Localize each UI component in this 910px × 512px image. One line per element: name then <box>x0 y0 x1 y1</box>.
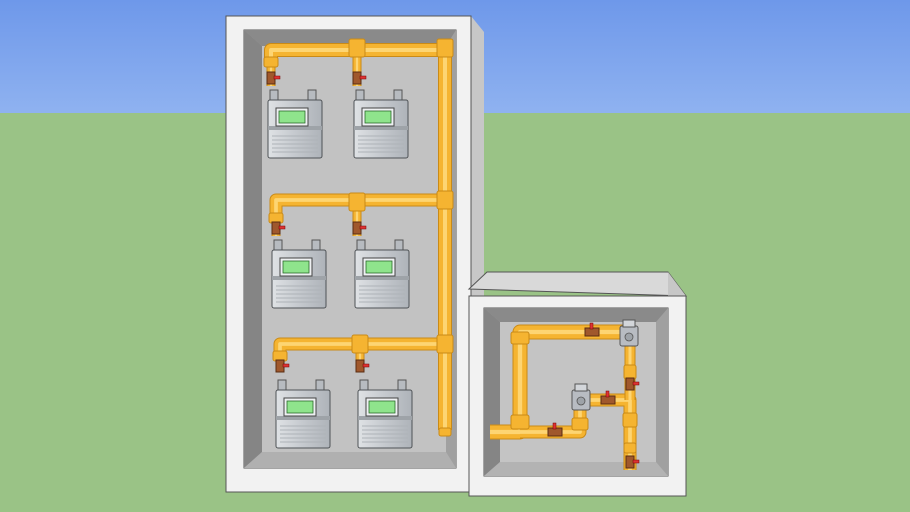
pipe-coupling <box>510 414 530 430</box>
meter-display <box>286 400 314 414</box>
pipe-coupling <box>348 38 366 58</box>
meter-seam <box>268 126 322 130</box>
regulator-dial <box>576 396 586 406</box>
valve-handle <box>605 390 610 398</box>
pressure-regulator <box>619 319 639 347</box>
valve-handle <box>362 363 370 368</box>
pipe-coupling <box>263 56 279 68</box>
pipe-coupling <box>623 442 637 454</box>
tall-cabinet-cavity-floor <box>244 452 456 468</box>
tall-cabinet-cavity-left-wall <box>244 30 262 468</box>
gas-meter <box>353 89 409 159</box>
valve-handle <box>359 225 367 230</box>
valve-handle <box>278 225 286 230</box>
meter-display <box>365 260 393 274</box>
gas-meter <box>354 239 410 309</box>
gas-meter <box>271 239 327 309</box>
regulator-dial <box>624 332 634 342</box>
meter-seam <box>276 416 330 420</box>
pipe-highlight <box>490 329 630 435</box>
pipe-highlight <box>274 198 445 218</box>
gas-meters <box>267 89 413 449</box>
pipe-coupling <box>436 38 454 58</box>
valve-handle <box>589 322 594 330</box>
pipe-fittings <box>263 38 638 454</box>
meter-display <box>282 260 310 274</box>
valve-handle <box>282 363 290 368</box>
gas-meter <box>267 89 323 159</box>
regulator-cap <box>574 383 588 392</box>
pipe-coupling <box>622 412 638 428</box>
gas-meter <box>357 379 413 449</box>
pipe-coupling <box>436 190 454 210</box>
meter-display <box>364 110 392 124</box>
meter-seam <box>272 276 326 280</box>
small-cabinet-cavity-left-wall <box>484 308 500 476</box>
pipe-coupling <box>571 417 589 431</box>
regulator-cap <box>622 319 636 328</box>
small-cabinet-cavity-floor <box>484 462 668 476</box>
pressure-regulators <box>571 319 639 411</box>
small-cabinet-cavity-top-wall <box>484 308 668 322</box>
pipe-coupling <box>351 334 369 354</box>
pipe-coupling <box>348 192 366 212</box>
meter-display <box>368 400 396 414</box>
tall-cabinet-cavity-top-wall <box>244 30 456 46</box>
valve-handle <box>632 459 640 464</box>
pipe-coupling <box>436 334 454 354</box>
pipe-coupling <box>510 331 530 345</box>
meter-seam <box>355 276 409 280</box>
meter-seam <box>354 126 408 130</box>
gas-meter <box>275 379 331 449</box>
valve-handle <box>632 381 640 386</box>
valve-handle <box>273 75 281 80</box>
meter-seam <box>358 416 412 420</box>
pipe-coupling <box>438 427 452 437</box>
valve-handle <box>359 75 367 80</box>
meter-display <box>278 110 306 124</box>
pressure-regulator <box>571 383 591 411</box>
shutoff-valves <box>266 71 640 469</box>
pipe-coupling <box>623 364 637 380</box>
valve-handle <box>552 422 557 430</box>
